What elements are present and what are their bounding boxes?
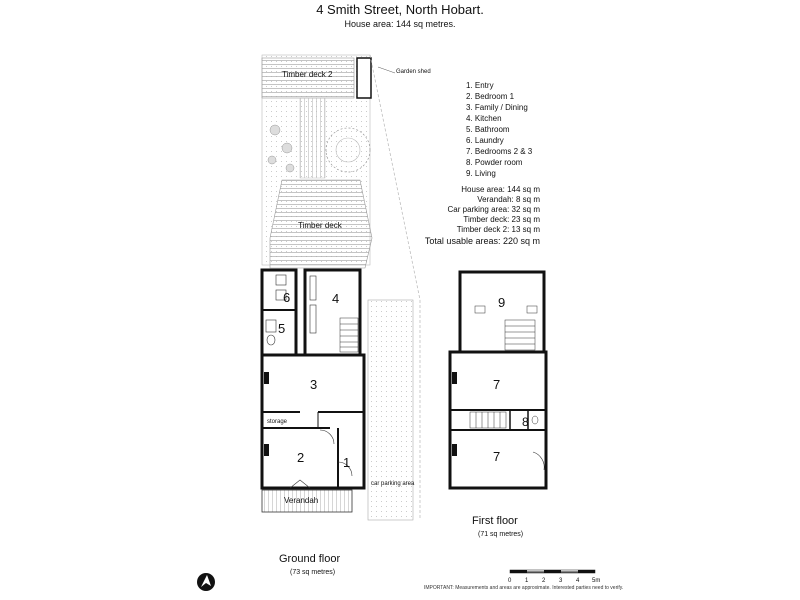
room-number-1: 1 [343, 455, 350, 470]
door-swings [532, 451, 545, 471]
timber-deck-2-label: Timber deck 2 [282, 70, 333, 79]
legend-item: 6. Laundry [466, 136, 504, 145]
fireplace [264, 372, 269, 384]
room-number-6: 6 [283, 290, 290, 305]
area-item: Car parking area: 32 sq m [447, 205, 541, 214]
skylight [526, 305, 538, 314]
plan-title: 4 Smith Street, North Hobart. [316, 2, 484, 17]
area-item: Verandah: 8 sq m [477, 195, 540, 204]
room-number-2: 2 [297, 450, 304, 465]
legend-item: 2. Bedroom 1 [466, 92, 515, 101]
plan-subtitle: House area: 144 sq metres. [344, 19, 456, 29]
legend-item: 7. Bedrooms 2 & 3 [466, 147, 533, 156]
fireplace [264, 444, 269, 456]
legend-item: 9. Living [466, 169, 496, 178]
shrub-icon [267, 124, 295, 173]
scale-tick: 0 [508, 578, 512, 584]
car-parking-label: car parking area [371, 481, 415, 487]
garden-shed-label: Garden shed [396, 69, 431, 75]
car-parking-area [367, 299, 414, 521]
area-item: House area: 144 sq m [461, 185, 540, 194]
first-floor-plan [448, 270, 548, 490]
boundary-line [369, 54, 421, 520]
area-summary: House area: 144 sq m Verandah: 8 sq m Ca… [410, 185, 540, 246]
fireplace [452, 372, 457, 384]
room-number-7: 7 [493, 449, 500, 464]
scale-tick: 4 [576, 578, 580, 584]
ground-floor-title: Ground floor [279, 553, 340, 565]
garden-path [299, 97, 326, 179]
garden-shed-leader [377, 66, 396, 74]
verandah [261, 489, 353, 513]
scale-tick: 2 [542, 578, 546, 584]
area-total: Total usable areas: 220 sq m [424, 236, 540, 246]
room-number-9: 9 [498, 295, 505, 310]
disclaimer: IMPORTANT: Measurements and areas are ap… [424, 585, 624, 591]
timber-deck-2 [261, 57, 355, 99]
room-number-4: 4 [332, 291, 339, 306]
area-item: Timber deck: 23 sq m [463, 215, 540, 224]
room-number-5: 5 [278, 321, 285, 336]
main-house [260, 353, 366, 490]
stair-ground [339, 317, 359, 353]
scale-tick: 3 [559, 578, 563, 584]
ground-floor-area: (73 sq metres) [290, 569, 335, 576]
garden-shed [356, 57, 372, 99]
north-arrow-icon [197, 573, 215, 591]
room-number-7: 7 [493, 377, 500, 392]
first-floor-title: First floor [472, 515, 518, 527]
timber-deck-label: Timber deck [298, 221, 343, 230]
legend-item: 4. Kitchen [466, 114, 502, 123]
skylight [474, 305, 486, 314]
room-number-8: 8 [522, 415, 529, 429]
fixtures [531, 415, 539, 425]
legend-item: 8. Powder room [466, 158, 523, 167]
scale-bar [509, 569, 596, 574]
fixtures [265, 274, 317, 346]
room-number-3: 3 [310, 377, 317, 392]
legend-item: 3. Family / Dining [466, 103, 528, 112]
scale-tick: 5m [592, 578, 600, 584]
storage-label: storage [267, 419, 288, 425]
fireplace [452, 444, 457, 456]
tree-icon [325, 127, 371, 173]
scale-tick: 1 [525, 578, 529, 584]
verandah-label: Verandah [284, 496, 318, 505]
room-legend: 1. Entry 2. Bedroom 1 3. Family / Dining… [466, 80, 532, 179]
timber-deck [269, 179, 373, 269]
legend-item: 1. Entry [466, 81, 494, 90]
area-item: Timber deck 2: 13 sq m [456, 225, 540, 234]
legend-item: 5. Bathroom [466, 125, 510, 134]
stair-first [469, 319, 536, 429]
door-swings [289, 429, 353, 489]
first-floor-area: (71 sq metres) [478, 531, 523, 538]
